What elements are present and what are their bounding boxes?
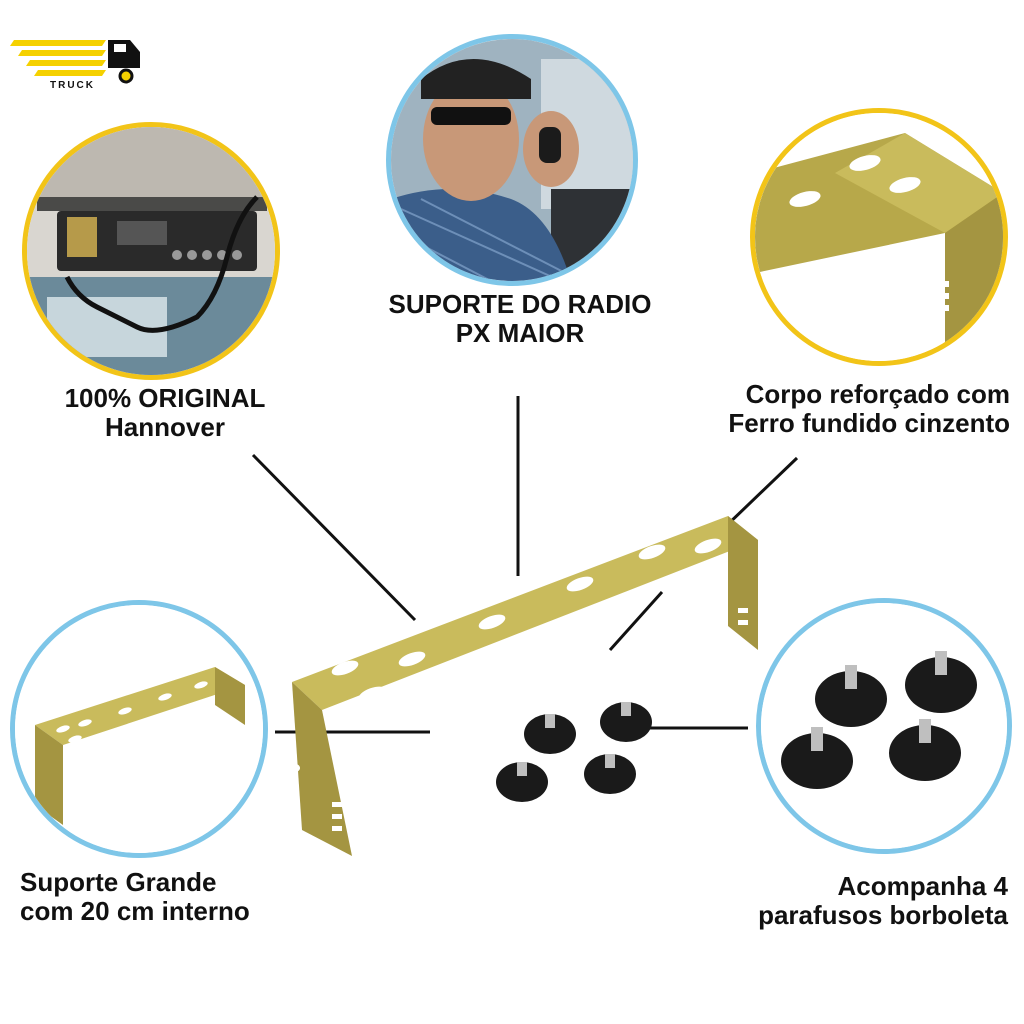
screw-set bbox=[496, 702, 652, 802]
truck-icon bbox=[108, 40, 140, 84]
label-suporte-grande-line1: Suporte Grande bbox=[20, 867, 217, 897]
label-original-line2: Hannover bbox=[105, 412, 225, 443]
label-corpo-line1: Corpo reforçado com bbox=[745, 379, 1010, 409]
label-suporte-radio-line1: SUPORTE DO RADIO bbox=[388, 289, 652, 319]
label-original-line1: 100% ORIGINAL bbox=[64, 383, 266, 413]
screw-knob-icon bbox=[524, 714, 576, 754]
label-acompanha: Acompanha 4 parafusos borboleta bbox=[660, 871, 1009, 931]
label-original: 100% ORIGINAL Hannover bbox=[30, 383, 300, 443]
label-corpo: Corpo reforçado com Ferro fundido cinzen… bbox=[640, 379, 1010, 439]
screw-knob-icon bbox=[815, 665, 887, 727]
logo-text: TRUCK bbox=[50, 80, 95, 91]
main-bracket bbox=[284, 516, 758, 856]
photo-butterfly-screws bbox=[756, 598, 1012, 854]
screw-knob-icon bbox=[496, 762, 548, 802]
label-acompanha-line1: Acompanha 4 bbox=[837, 871, 1009, 901]
logo-speed-stripes bbox=[10, 40, 106, 76]
label-suporte-radio: SUPORTE DO RADIO PX MAIOR bbox=[360, 289, 680, 349]
brand-logo: TRUCK bbox=[10, 36, 150, 96]
screw-knob-icon bbox=[584, 754, 636, 794]
label-corpo-line2: Ferro fundido cinzento bbox=[728, 408, 1010, 439]
label-suporte-grande: Suporte Grande com 20 cm interno bbox=[20, 867, 340, 927]
label-suporte-radio-line2: PX MAIOR bbox=[455, 318, 585, 349]
screw-knob-icon bbox=[905, 651, 977, 713]
photo-bracket-closeup bbox=[750, 108, 1008, 366]
label-suporte-grande-line2: com 20 cm interno bbox=[20, 896, 250, 927]
screw-knob-icon bbox=[600, 702, 652, 742]
photo-bracket-full bbox=[10, 600, 268, 858]
screw-knob-icon bbox=[889, 719, 961, 781]
screw-knob-icon bbox=[781, 727, 853, 789]
callout-lines bbox=[251, 396, 799, 734]
label-acompanha-line2: parafusos borboleta bbox=[758, 900, 1008, 931]
